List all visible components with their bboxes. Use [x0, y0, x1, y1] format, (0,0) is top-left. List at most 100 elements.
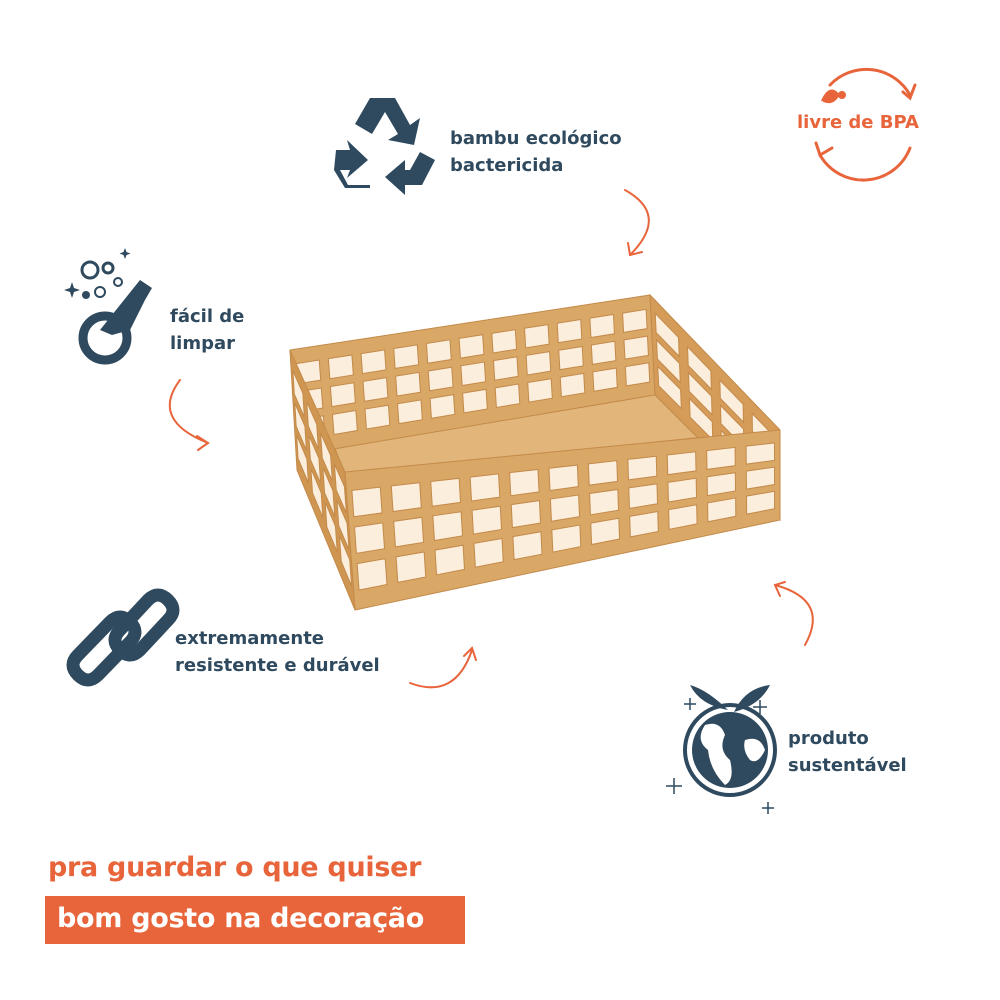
basket-front-hole	[353, 522, 386, 554]
basket-front-hole	[587, 460, 619, 486]
basket-left-hole	[294, 402, 307, 451]
basket-front-hole	[707, 497, 737, 523]
basket-left-hole	[324, 502, 338, 553]
basket-front-hole	[666, 451, 697, 476]
basket-front-hole	[746, 490, 776, 515]
basket-back-hole	[589, 313, 615, 339]
tagline-primary: pra guardar o que quiser	[48, 852, 422, 883]
basket-back-hole	[329, 382, 356, 408]
tagline-banner: bom gosto na decoração	[45, 896, 465, 944]
basket-front-hole	[393, 516, 425, 548]
washing-hand-icon	[64, 248, 152, 365]
basket-front-hole	[629, 510, 659, 538]
basket-right-hole	[686, 345, 712, 391]
basket-front-hole	[509, 468, 540, 497]
basket-back-hole	[624, 362, 651, 387]
basket-front-hole	[745, 442, 776, 465]
basket-back-hole	[491, 329, 518, 354]
basket-back-hole	[393, 344, 420, 369]
basket-front-hole	[351, 486, 383, 518]
basket-back-hole	[460, 361, 487, 387]
feature-durable: extremamente resistente e durável	[175, 625, 380, 679]
basket-front-hole	[471, 505, 503, 535]
basket-front-hole	[706, 472, 737, 497]
feature-clean-line2: limpar	[170, 333, 236, 354]
basket-front-hole	[745, 466, 776, 490]
feature-clean-line1: fácil de	[170, 306, 245, 327]
basket-back-hole	[494, 383, 521, 409]
basket-left-hole	[308, 435, 322, 484]
feature-eco-line2: bactericida	[450, 155, 564, 176]
basket-back-hole	[492, 356, 519, 381]
basket-front-hole	[668, 504, 698, 530]
feature-clean: fácil de limpar	[170, 303, 244, 357]
basket-left-hole	[336, 499, 350, 550]
globe-leaf-icon	[666, 685, 777, 814]
basket-back-hole	[362, 377, 389, 402]
basket-front-hole	[473, 537, 504, 568]
feature-eco-line1: bambu ecológico	[450, 128, 622, 149]
feature-bpa: livre de BPA	[797, 112, 919, 133]
basket-right-hole	[654, 312, 680, 358]
basket-back-hole	[395, 371, 421, 397]
feature-eco: bambu ecológico bactericida	[450, 125, 622, 179]
bpa-cycle-icon	[814, 67, 917, 182]
basket-front-hole	[512, 531, 543, 561]
basket-front-hole	[469, 473, 501, 502]
basket-back-hole	[360, 349, 387, 375]
basket-back-hole	[458, 334, 485, 359]
basket-left-hole	[296, 434, 309, 484]
basket-back-hole	[364, 404, 391, 430]
basket-back-hole	[527, 378, 553, 403]
basket-back-hole	[462, 388, 488, 414]
basket-back-hole	[559, 372, 586, 398]
basket-left-hole	[333, 463, 347, 514]
basket-left-hole	[338, 535, 353, 587]
feature-durable-line1: extremamente	[175, 628, 325, 649]
basket-back-hole	[523, 324, 550, 349]
chain-link-icon	[66, 588, 180, 687]
basket-front-hole	[549, 494, 581, 522]
basket-front-hole	[395, 551, 427, 584]
basket-back-hole	[592, 367, 618, 392]
basket-back-hole	[331, 409, 358, 436]
basket-back-hole	[327, 354, 354, 380]
feature-sustainable-line2: sustentável	[788, 755, 907, 776]
basket-front-hole	[430, 477, 462, 507]
bamboo-basket-image	[289, 293, 781, 611]
feature-durable-line2: resistente e durável	[175, 655, 380, 676]
basket-front-hole	[551, 524, 582, 553]
basket-right-hole	[719, 378, 744, 424]
basket-back-hole	[427, 366, 454, 392]
basket-front-hole	[434, 544, 466, 576]
basket-front-hole	[628, 483, 659, 510]
basket-right-hole	[657, 365, 682, 410]
basket-back-hole	[623, 335, 649, 360]
basket-front-hole	[510, 500, 542, 529]
feature-sustainable: produto sustentável	[788, 725, 907, 779]
basket-back-hole	[525, 351, 552, 376]
basket-left-hole	[320, 432, 333, 482]
basket-right-hole	[687, 371, 713, 416]
basket-front-hole	[590, 517, 621, 546]
basket-back-hole	[397, 399, 423, 425]
basket-front-hole	[706, 446, 736, 470]
curved-arrow-icon	[168, 189, 814, 689]
basket-front-hole	[667, 477, 698, 503]
basket-back-hole	[556, 318, 583, 344]
basket-back-hole	[558, 345, 584, 371]
basket-front-hole	[356, 558, 388, 591]
basket-back-hole	[622, 308, 648, 333]
basket-left-hole	[292, 370, 305, 418]
basket-left-hole	[306, 401, 319, 450]
basket-back-hole	[590, 340, 617, 365]
basket-front-hole	[548, 464, 579, 492]
basket-front-hole	[589, 488, 620, 516]
basket-front-hole	[432, 511, 464, 542]
basket-front-hole	[627, 455, 658, 481]
basket-right-hole	[655, 338, 681, 384]
recycle-icon	[334, 98, 435, 195]
feature-sustainable-line1: produto	[788, 728, 869, 749]
basket-back-hole	[425, 339, 452, 364]
